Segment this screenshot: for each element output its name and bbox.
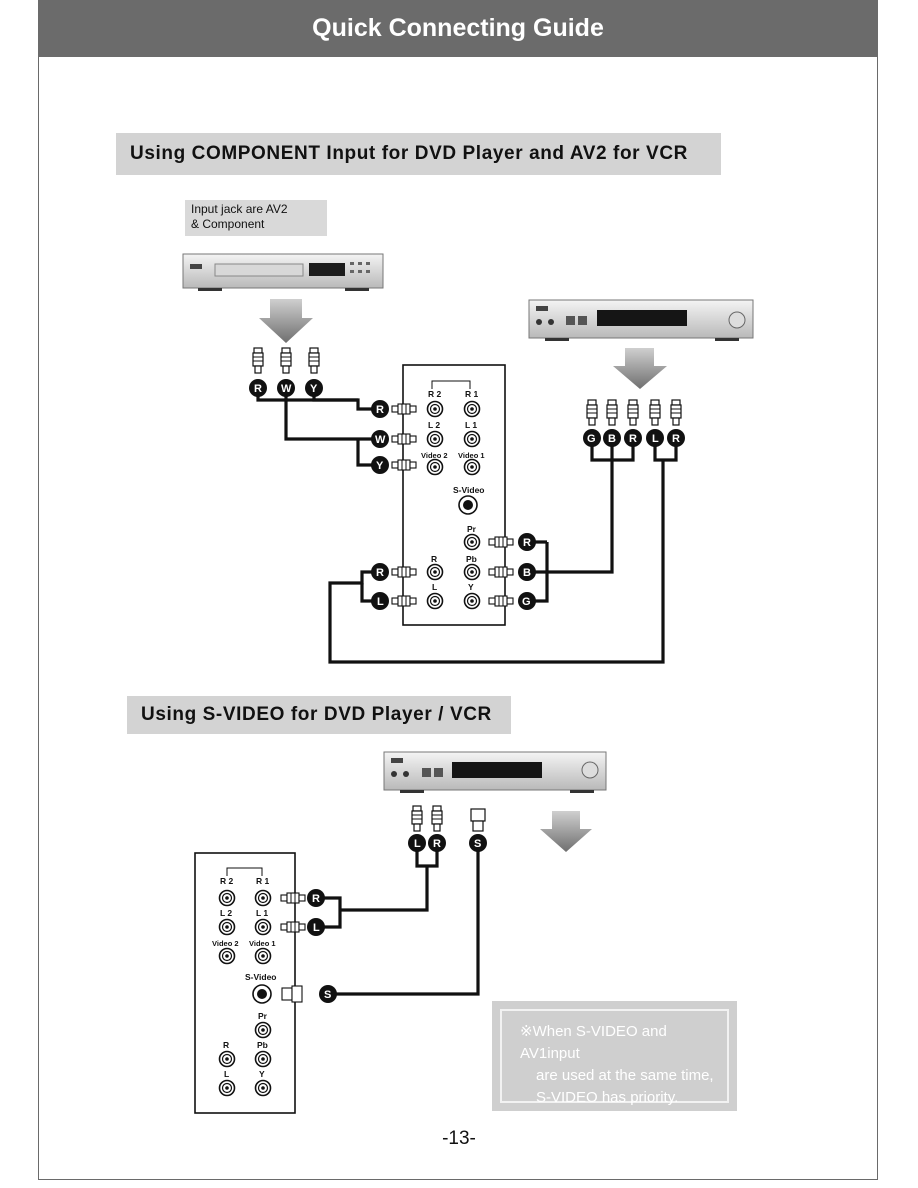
- label-r: R: [431, 554, 437, 564]
- vcr-device-top: [182, 253, 384, 291]
- label-l: L: [224, 1069, 229, 1079]
- page-number: -13-: [442, 1128, 476, 1149]
- vcr-rca-plugs: [252, 347, 320, 374]
- svg-text:B: B: [523, 567, 531, 579]
- svg-text:R: R: [433, 838, 441, 850]
- label-l: L: [432, 582, 437, 592]
- tv-input-panel-component: R 2 R 1 L 2 L 1 Video 2 Video 1 S-Video …: [402, 364, 506, 626]
- label-video2: Video 2: [212, 939, 239, 948]
- svg-text:Y: Y: [376, 460, 384, 472]
- svg-text:Y: Y: [310, 383, 318, 395]
- note-line1: When S-VIDEO and AV1input: [520, 1023, 667, 1062]
- note-line3: S-VIDEO has priority.: [536, 1089, 679, 1106]
- label-r1: R 1: [256, 876, 270, 886]
- section-title-svideo: Using S-VIDEO for DVD Player / VCR: [127, 696, 511, 734]
- svg-text:R: R: [376, 404, 384, 416]
- label-pb: Pb: [466, 554, 477, 564]
- svg-text:L: L: [414, 838, 421, 850]
- panel2-plugs: [280, 892, 306, 1003]
- input-note-box: Input jack are AV2 & Component: [185, 200, 327, 236]
- tv-input-panel-svideo: R 2 R 1 L 2 L 1 Video 2 Video 1 S-Video …: [194, 852, 296, 1114]
- svg-text:L: L: [652, 433, 659, 445]
- svg-text:W: W: [375, 434, 386, 446]
- badges-section2: L R S R L S: [307, 834, 487, 1003]
- svg-text:R: R: [629, 433, 637, 445]
- svg-text:R: R: [254, 383, 262, 395]
- svg-text:B: B: [608, 433, 616, 445]
- arrow-down-icon: [259, 299, 313, 343]
- dvd-rca-plugs: [586, 399, 682, 426]
- label-l1: L 1: [465, 420, 477, 430]
- svideo-section-plugs: [411, 805, 486, 832]
- svg-text:R: R: [376, 567, 384, 579]
- svg-text:W: W: [281, 383, 292, 395]
- label-video2: Video 2: [421, 451, 448, 460]
- label-video1: Video 1: [458, 451, 485, 460]
- svg-text:L: L: [377, 596, 384, 608]
- label-l2: L 2: [220, 908, 232, 918]
- priority-note-box: ※When S-VIDEO and AV1input are used at t…: [492, 1001, 737, 1111]
- label-y: Y: [468, 582, 474, 592]
- label-r: R: [223, 1040, 229, 1050]
- label-video1: Video 1: [249, 939, 276, 948]
- arrow-down-icon: [540, 811, 592, 852]
- label-r1: R 1: [465, 389, 479, 399]
- cables-svideo: [316, 846, 480, 996]
- label-pr: Pr: [467, 524, 477, 534]
- label-y: Y: [259, 1069, 265, 1079]
- svg-text:L: L: [313, 922, 320, 934]
- label-svideo: S-Video: [245, 972, 277, 982]
- label-pr: Pr: [258, 1011, 268, 1021]
- note-symbol: ※: [520, 1023, 533, 1040]
- label-r2: R 2: [428, 389, 442, 399]
- label-l1: L 1: [256, 908, 268, 918]
- label-pb: Pb: [257, 1040, 268, 1050]
- label-svideo: S-Video: [453, 485, 485, 495]
- svg-text:G: G: [587, 433, 596, 445]
- label-r2: R 2: [220, 876, 234, 886]
- note-line2: are used at the same time,: [536, 1067, 714, 1084]
- input-note-line1: Input jack are AV2: [191, 202, 288, 216]
- section-title-component: Using COMPONENT Input for DVD Player and…: [116, 133, 721, 175]
- svg-text:S: S: [324, 989, 331, 1001]
- svg-text:S: S: [474, 838, 481, 850]
- page-title: Quick Connecting Guide: [312, 14, 604, 42]
- svg-text:R: R: [312, 893, 320, 905]
- dvd-player-device-top: [528, 299, 754, 341]
- input-note-line2: & Component: [191, 217, 265, 231]
- svg-text:G: G: [522, 596, 531, 608]
- priority-note: ※When S-VIDEO and AV1input are used at t…: [500, 1009, 729, 1106]
- dvd-player-device-bottom: [383, 751, 607, 793]
- label-l2: L 2: [428, 420, 440, 430]
- svg-text:R: R: [672, 433, 680, 445]
- arrow-down-icon: [613, 348, 667, 389]
- svg-text:R: R: [523, 537, 531, 549]
- page-header: Quick Connecting Guide: [38, 0, 878, 57]
- badges-section1: R W Y R W Y R L R B G G B R L R: [249, 379, 685, 610]
- page-frame: [38, 0, 878, 1180]
